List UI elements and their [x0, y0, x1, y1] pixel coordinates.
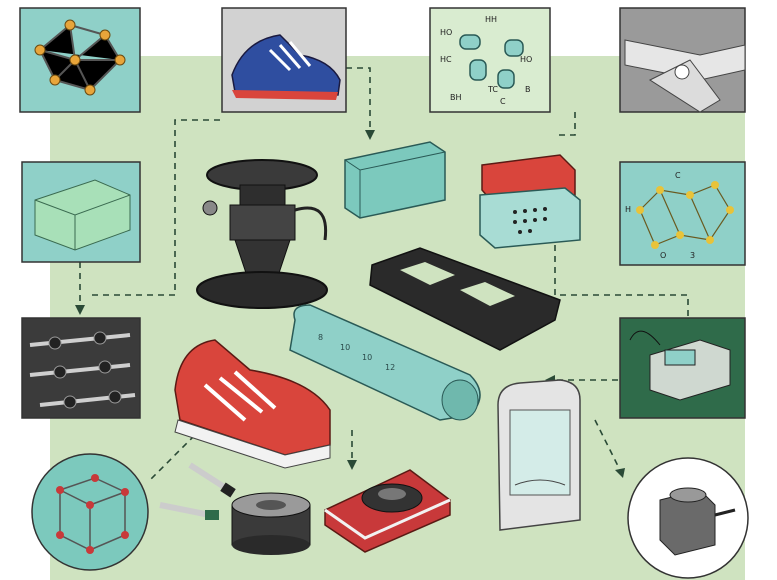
- glass-chamber: [497, 379, 581, 531]
- teal-ruler-roll: 8 10 10 12: [289, 304, 481, 421]
- svg-text:BH: BH: [450, 93, 462, 102]
- svg-text:H: H: [625, 205, 631, 214]
- svg-text:3: 3: [690, 251, 695, 260]
- pens: [159, 462, 236, 520]
- metal-rods-tile: [21, 317, 141, 419]
- stage-device: [196, 159, 328, 309]
- svg-text:10: 10: [362, 353, 372, 362]
- svg-text:HH: HH: [485, 15, 497, 24]
- svg-text:12: 12: [385, 363, 395, 372]
- valve-part-circle: [627, 457, 749, 579]
- molecule-tile: HO HH HC HO BH TCC B: [429, 7, 551, 113]
- red-sneaker: [174, 339, 331, 469]
- foam-block-tile: [21, 161, 141, 263]
- svg-text:B: B: [525, 85, 531, 94]
- svg-text:HO: HO: [520, 55, 532, 64]
- svg-text:8: 8: [318, 333, 323, 342]
- sneaker-tile: [221, 7, 347, 113]
- teal-foam-block: [344, 141, 446, 219]
- svg-text:C: C: [675, 171, 681, 180]
- mechanism-tile: [619, 7, 746, 113]
- crystal-lattice-tile: [19, 7, 141, 113]
- lattice-cube-circle: [31, 453, 149, 571]
- svg-text:O: O: [660, 251, 666, 260]
- svg-text:10: 10: [340, 343, 350, 352]
- svg-text:HC: HC: [440, 55, 452, 64]
- black-frame: [369, 247, 561, 351]
- svg-text:C: C: [500, 97, 506, 106]
- circuit-module-tile: [619, 317, 746, 419]
- keypad-device: [479, 154, 581, 249]
- molecule-network-tile: H C O 3: [619, 161, 746, 266]
- red-book: [324, 469, 451, 553]
- svg-text:HO: HO: [440, 28, 452, 37]
- dark-cylinder: [231, 492, 311, 555]
- svg-text:TC: TC: [487, 85, 498, 94]
